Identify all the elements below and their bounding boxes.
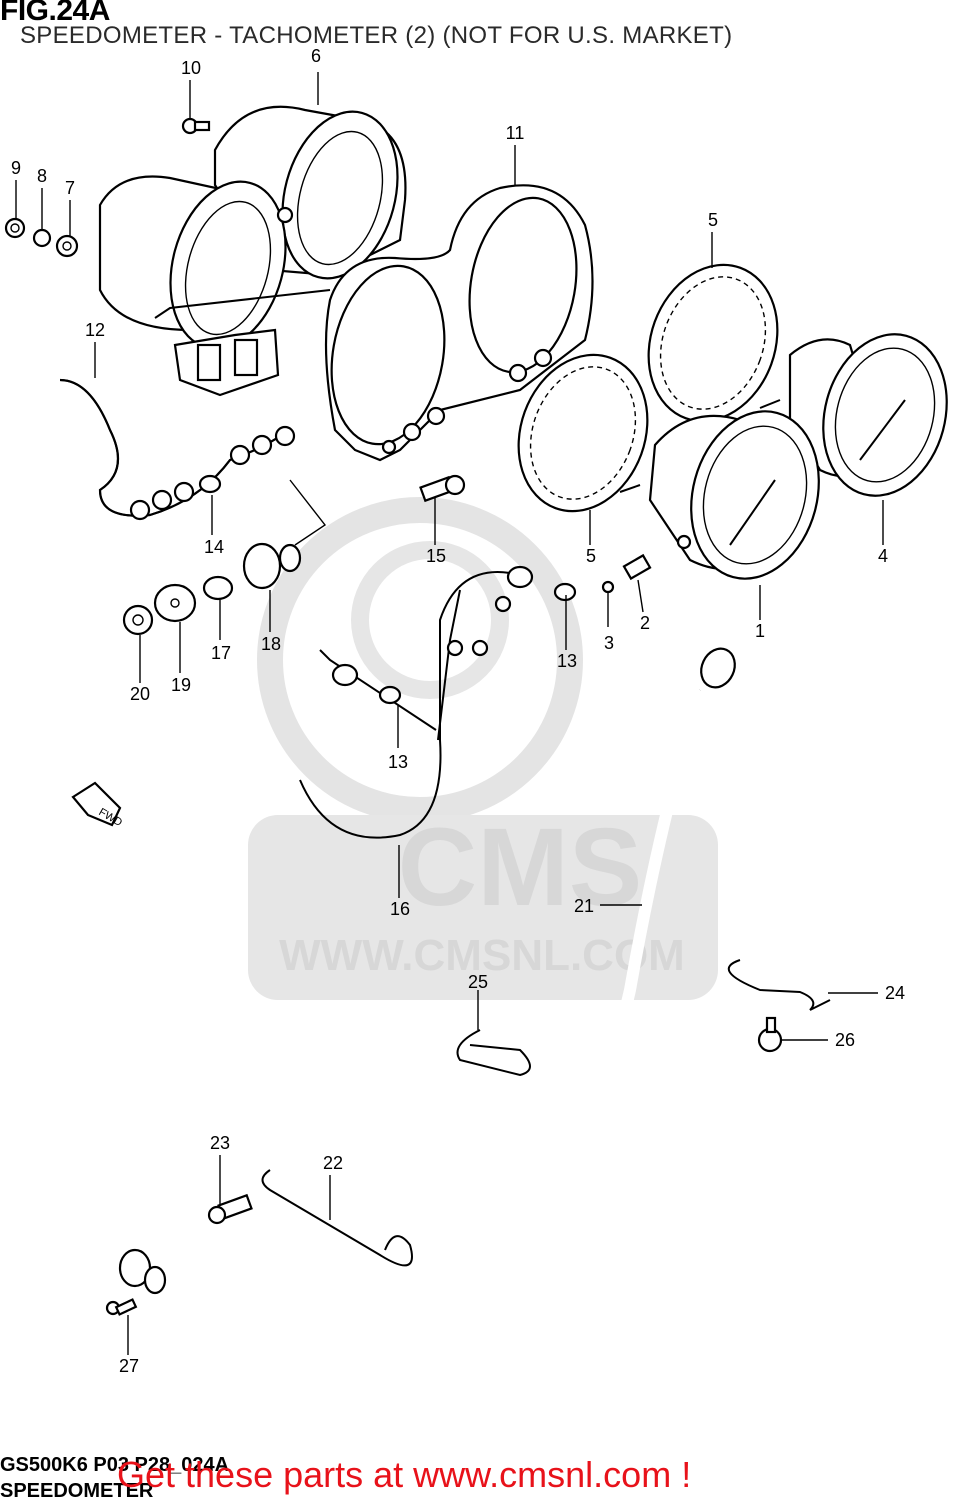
part-26-bolt: [757, 1016, 783, 1053]
callout-26: 26: [835, 1030, 855, 1050]
callout-10: 10: [181, 58, 201, 78]
part-9-nut: [4, 217, 26, 239]
part-6-meter-cover: [98, 105, 407, 397]
callout-8: 8: [37, 166, 47, 186]
callout-7: 7: [65, 178, 75, 198]
part-16-wire-harness: [299, 565, 577, 839]
part-3-screw: [601, 580, 615, 594]
part-7-grommet: [55, 234, 79, 258]
part-5-ring-lower: [517, 353, 649, 513]
callout-18: 18: [261, 634, 281, 654]
part-27-screw: [105, 1298, 138, 1316]
part-12-wire-harness: [59, 378, 296, 521]
callout-6: 6: [311, 46, 321, 66]
part-24-clamp: [727, 959, 831, 1011]
callout-16: 16: [390, 899, 410, 919]
part-4-tachometer: [759, 333, 948, 497]
callout-2: 2: [640, 613, 650, 633]
part-25-clamp: [456, 1029, 531, 1077]
callout-27: 27: [119, 1356, 139, 1376]
group-name: SPEEDOMETER: [0, 1480, 154, 1502]
callout-13-right: 13: [557, 651, 577, 671]
model-code: GS500K6 P03 P28_024A: [0, 1454, 230, 1476]
callout-25: 25: [468, 972, 488, 992]
callout-22: 22: [323, 1153, 343, 1173]
leader-lines: [15, 72, 884, 1355]
part-22-clamp: [261, 1169, 413, 1267]
callout-9: 9: [11, 158, 21, 178]
callout-1: 1: [755, 621, 765, 641]
callout-12: 12: [85, 320, 105, 340]
part-15-bolt: [419, 474, 466, 503]
callout-17: 17: [211, 643, 231, 663]
figure-title: SPEEDOMETER - TACHOMETER (2) (NOT FOR U.…: [20, 22, 733, 49]
callout-13-left: 13: [388, 752, 408, 772]
callout-24: 24: [885, 983, 905, 1003]
cms-watermark: CMS WWW.CMSNL.COM: [248, 497, 718, 1000]
callout-3: 3: [604, 633, 614, 653]
callout-23: 23: [210, 1133, 230, 1153]
part-19-washer: [153, 583, 197, 623]
callout-5-upper: 5: [708, 210, 718, 230]
part-10-screw: [181, 117, 211, 135]
watermark-url-text: WWW.CMSNL.COM: [279, 931, 685, 980]
callout-19: 19: [171, 675, 191, 695]
promo-link[interactable]: Get these parts at www.cmsnl.com !: [117, 1454, 692, 1495]
callout-20: 20: [130, 684, 150, 704]
callout-5-lower: 5: [586, 546, 596, 566]
part-18-socket: [242, 542, 302, 590]
figure-number: FIG.24A: [0, 0, 110, 27]
watermark-logo-text: CMS: [398, 806, 642, 929]
part-8-washer: [32, 228, 52, 248]
callout-4: 4: [878, 546, 888, 566]
part-17-bulb: [202, 575, 234, 601]
part-11-meter-panel: [324, 184, 594, 462]
part-20-nut: [122, 604, 154, 636]
callout-11: 11: [506, 123, 525, 143]
part-1-speedometer: [619, 410, 820, 580]
part-2-cable-fitting: [622, 553, 652, 581]
part-21-speedometer-cable: [118, 647, 736, 1342]
part-23-bolt: [207, 1193, 253, 1225]
fwd-direction-marker: FWD: [71, 781, 124, 829]
callout-15: 15: [426, 546, 446, 566]
callout-numbers: 1 2 3 4 5 5 6 7 8 9 10 11 12 13 13 14 15…: [11, 46, 905, 1376]
callout-21: 21: [574, 896, 594, 916]
callout-14: 14: [204, 537, 224, 557]
part-5-ring-upper: [647, 263, 779, 423]
